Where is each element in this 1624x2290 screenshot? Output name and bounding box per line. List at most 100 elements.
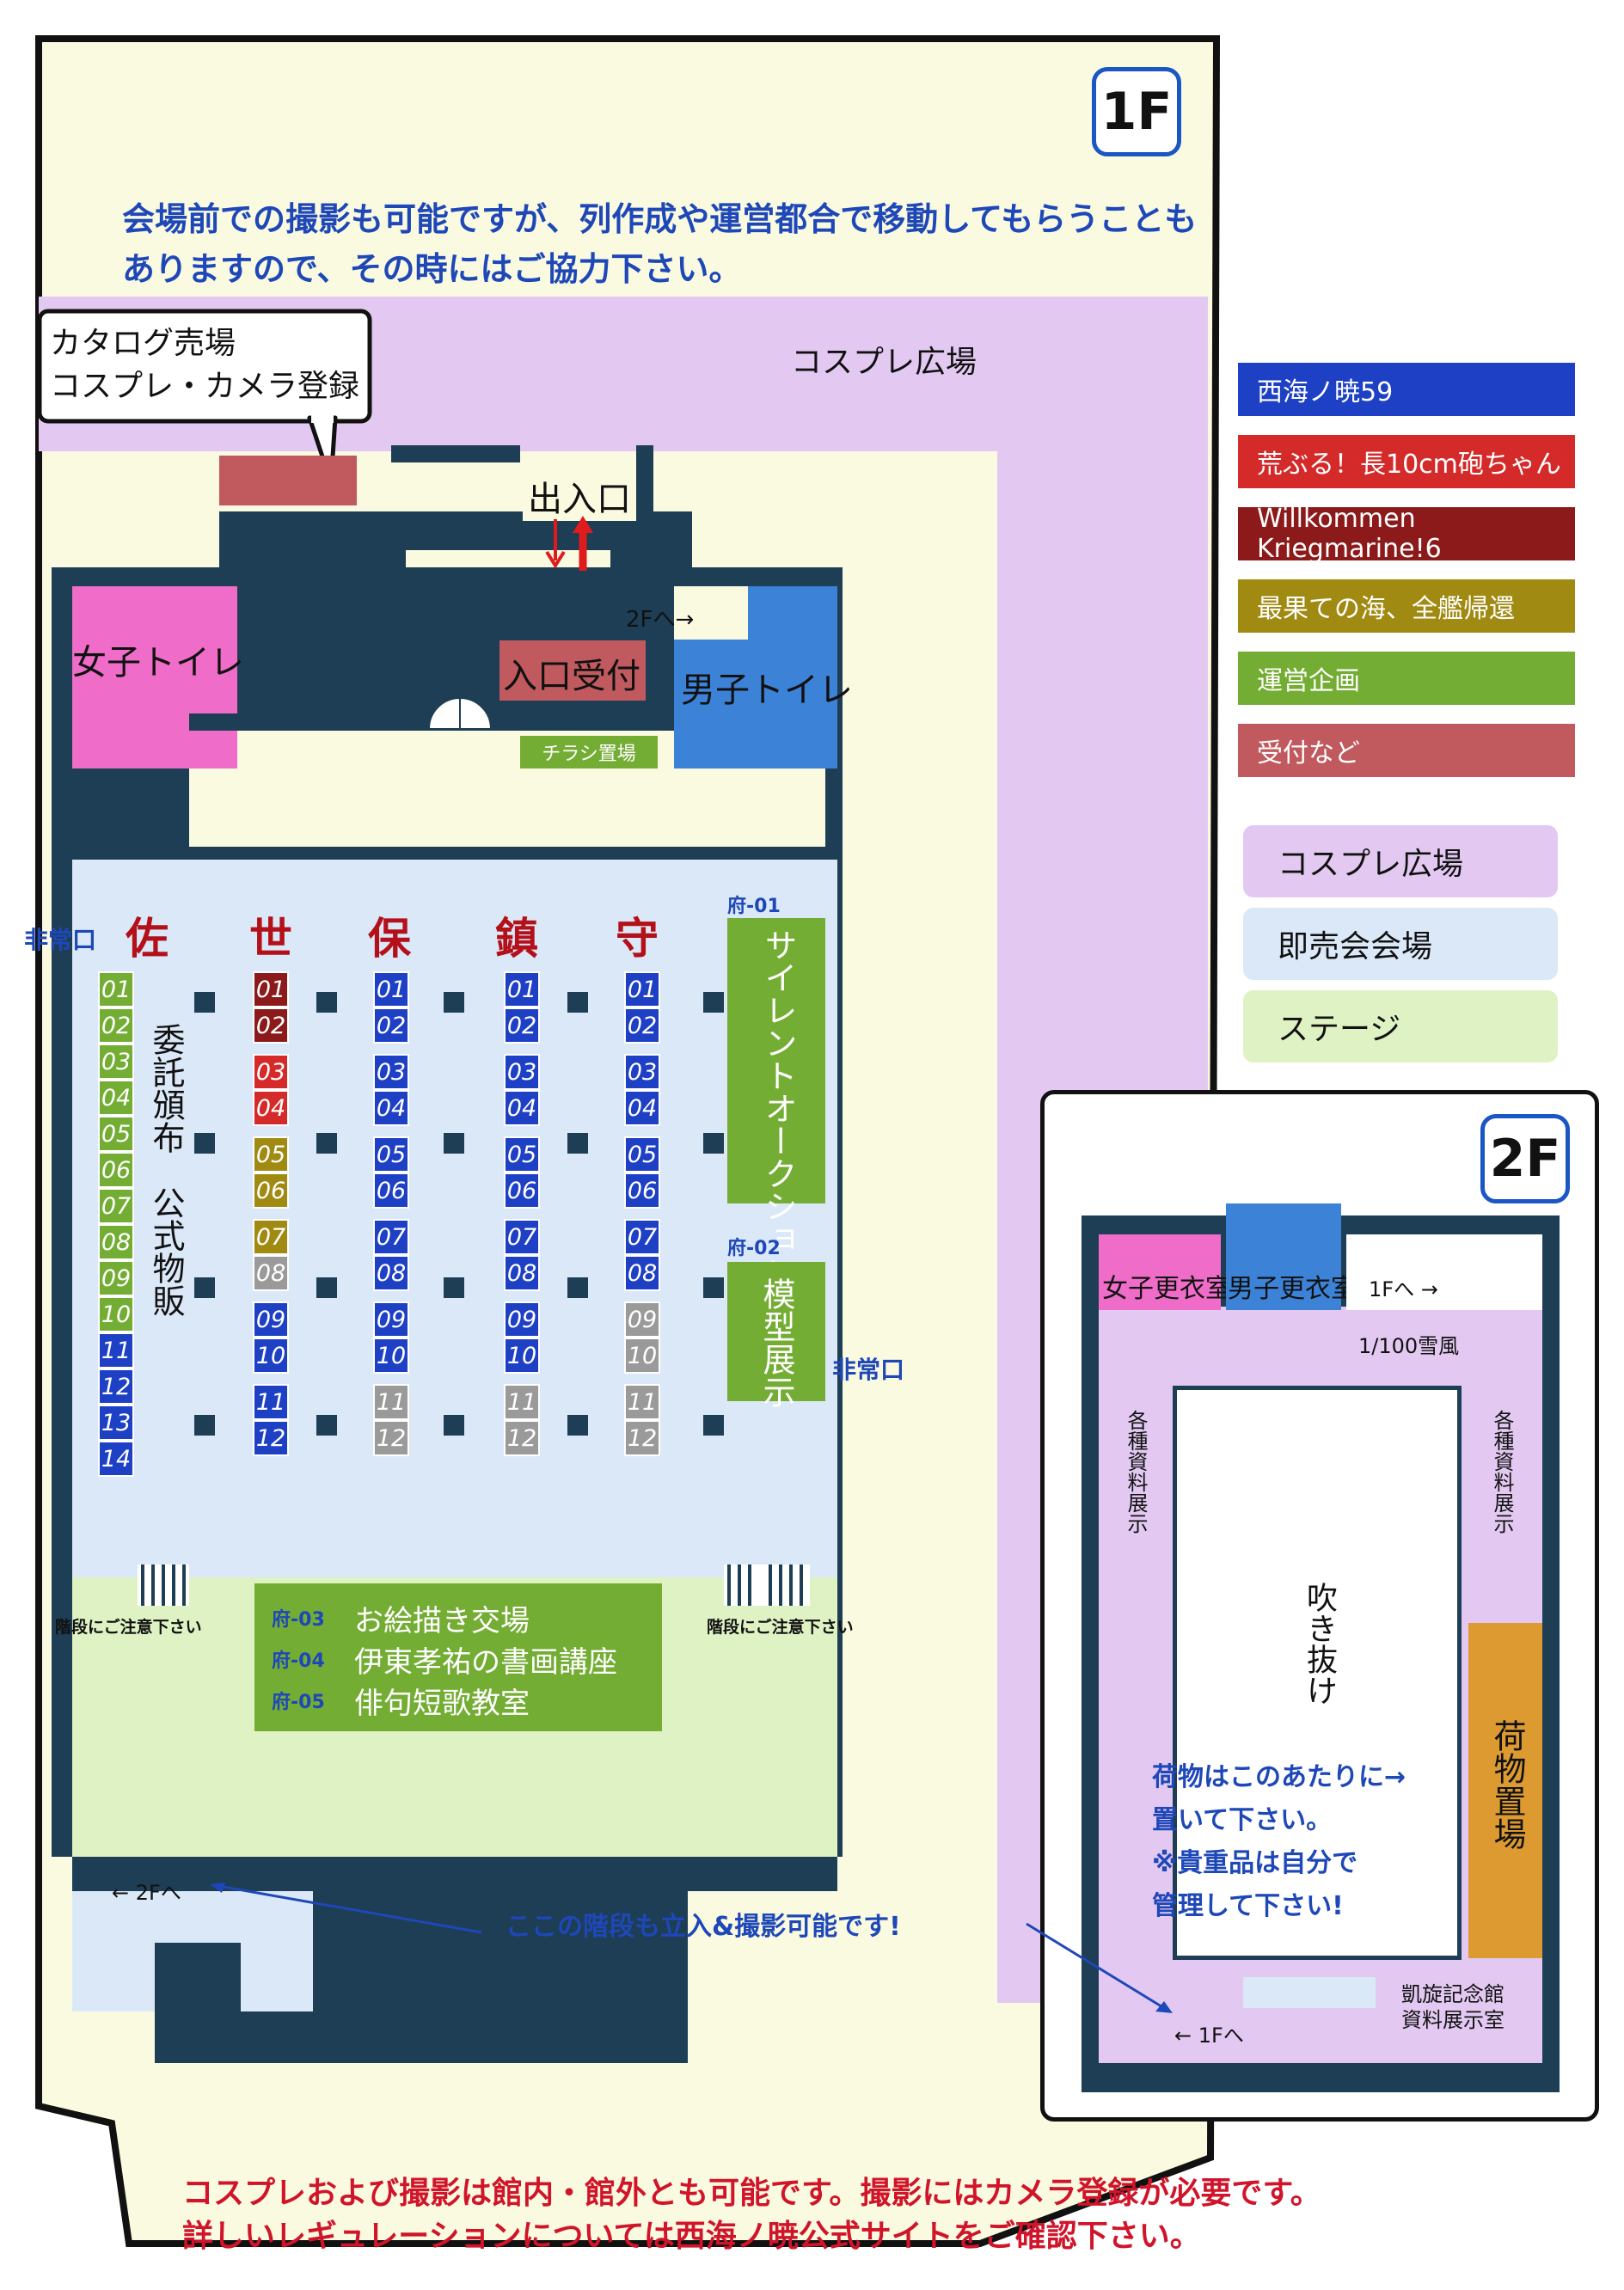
booth-3-02[interactable]: 02 [373, 1007, 409, 1044]
booth-4-05[interactable]: 05 [504, 1136, 540, 1173]
silent-auction-label: サイレントオークション [759, 928, 797, 1288]
booth-3-06[interactable]: 06 [373, 1173, 409, 1209]
atrium-label: 吹き抜け [1302, 1582, 1337, 1705]
row-head-sa: 佐 [126, 914, 169, 964]
emergency-exit-right[interactable]: 非常口 [832, 1356, 905, 1384]
booth-2-07[interactable]: 07 [253, 1219, 289, 1255]
canopy-pillar [636, 445, 653, 514]
booth-5-06[interactable]: 06 [624, 1173, 660, 1209]
booth-2-02[interactable]: 02 [253, 1007, 289, 1044]
museum-line2: 資料展示室 [1401, 2008, 1504, 2032]
mens-dressing-label: 男子更衣室 [1228, 1274, 1357, 1304]
booth-3-11[interactable]: 11 [373, 1384, 409, 1420]
model-exhibit-booth[interactable] [727, 1262, 825, 1401]
emergency-exit-left[interactable]: 非常口 [24, 926, 97, 954]
booth-3-09[interactable]: 09 [373, 1301, 409, 1338]
luggage-area[interactable] [1468, 1623, 1542, 1958]
booth-4-11[interactable]: 11 [504, 1384, 540, 1420]
pillar [444, 1133, 464, 1154]
booth-5-08[interactable]: 08 [624, 1255, 660, 1291]
booth-2-10[interactable]: 10 [253, 1338, 289, 1374]
pillar [703, 1415, 724, 1436]
booth-5-11[interactable]: 11 [624, 1384, 660, 1420]
booth-4-07[interactable]: 07 [504, 1219, 540, 1255]
booth-3-07[interactable]: 07 [373, 1219, 409, 1255]
to-1f-bottom-label[interactable]: ← 1Fへ [1174, 2024, 1244, 2048]
booth-2-06[interactable]: 06 [253, 1173, 289, 1209]
catalog-sales-booth[interactable] [219, 456, 357, 505]
legend-item: 西海ノ暁59 [1238, 363, 1575, 416]
booth-5-10[interactable]: 10 [624, 1338, 660, 1374]
luggage-note-line4: 管理して下さい! [1152, 1891, 1344, 1921]
booth-4-12[interactable]: 12 [504, 1420, 540, 1456]
silent-auction-booth[interactable] [727, 918, 825, 1203]
womens-dressing-room[interactable] [1099, 1234, 1221, 1310]
booth-3-10[interactable]: 10 [373, 1338, 409, 1374]
booth-3-01[interactable]: 01 [373, 971, 409, 1007]
booth-3-03[interactable]: 03 [373, 1054, 409, 1090]
booth-4-04[interactable]: 04 [504, 1090, 540, 1126]
to-2f-bottom-label[interactable]: ← 2Fへ [112, 1881, 181, 1905]
booth-3-08[interactable]: 08 [373, 1255, 409, 1291]
booth-2-01[interactable]: 01 [253, 971, 289, 1007]
stairs-note-arrow-2f [1026, 1922, 1173, 2013]
model-label: 1/100雪風 [1358, 1334, 1460, 1358]
fu05-label: 俳句短歌教室 [354, 1687, 530, 1721]
bottom-note-line2: 詳しいレギュレーションについては西海ノ暁公式サイトをご確認下さい。 [182, 2219, 1201, 2254]
to-1f-top-label[interactable]: 1Fへ → [1369, 1277, 1438, 1301]
booth-4-09[interactable]: 09 [504, 1301, 540, 1338]
booth-5-04[interactable]: 04 [624, 1090, 660, 1126]
booth-1-01[interactable]: 01 [98, 971, 134, 1007]
booth-1-12[interactable]: 12 [98, 1368, 134, 1405]
booth-2-09[interactable]: 09 [253, 1301, 289, 1338]
booth-5-05[interactable]: 05 [624, 1136, 660, 1173]
booth-5-07[interactable]: 07 [624, 1219, 660, 1255]
booth-1-11[interactable]: 11 [98, 1332, 134, 1368]
booth-4-03[interactable]: 03 [504, 1054, 540, 1090]
booth-4-06[interactable]: 06 [504, 1173, 540, 1209]
booth-3-05[interactable]: 05 [373, 1136, 409, 1173]
booth-2-03[interactable]: 03 [253, 1054, 289, 1090]
booth-1-10[interactable]: 10 [98, 1296, 134, 1332]
fu04-label: 伊東孝祐の書画講座 [354, 1645, 617, 1680]
booth-2-08[interactable]: 08 [253, 1255, 289, 1291]
booth-5-12[interactable]: 12 [624, 1420, 660, 1456]
booth-1-13[interactable]: 13 [98, 1405, 134, 1441]
booth-1-08[interactable]: 08 [98, 1224, 134, 1260]
zone-legend-item: 即売会会場 [1243, 908, 1558, 980]
booth-1-14[interactable]: 14 [98, 1441, 134, 1477]
to-2f-label[interactable]: 2Fへ→ [626, 607, 695, 633]
row-head-mamori: 守 [616, 914, 659, 964]
fu03-label: お絵描き交場 [354, 1604, 530, 1638]
booth-4-08[interactable]: 08 [504, 1255, 540, 1291]
pillar [194, 992, 215, 1013]
booth-4-02[interactable]: 02 [504, 1007, 540, 1044]
booth-5-09[interactable]: 09 [624, 1301, 660, 1338]
mens-toilet-label: 男子トイレ [681, 670, 853, 710]
reception-desk[interactable] [497, 638, 648, 703]
booth-1-06[interactable]: 06 [98, 1152, 134, 1188]
booth-1-02[interactable]: 02 [98, 1007, 134, 1044]
booth-2-12[interactable]: 12 [253, 1420, 289, 1456]
booth-2-05[interactable]: 05 [253, 1136, 289, 1173]
booth-1-09[interactable]: 09 [98, 1260, 134, 1296]
booth-2-04[interactable]: 04 [253, 1090, 289, 1126]
booth-4-01[interactable]: 01 [504, 971, 540, 1007]
fu04-code: 府-04 [272, 1650, 325, 1672]
pillar [316, 1133, 337, 1154]
booth-2-11[interactable]: 11 [253, 1384, 289, 1420]
zone-legend-item: ステージ [1243, 990, 1558, 1062]
booth-3-04[interactable]: 04 [373, 1090, 409, 1126]
floor2-bottom-hall [1243, 1977, 1376, 2008]
booth-1-05[interactable]: 05 [98, 1116, 134, 1152]
booth-1-04[interactable]: 04 [98, 1080, 134, 1116]
booth-4-10[interactable]: 10 [504, 1338, 540, 1374]
booth-5-02[interactable]: 02 [624, 1007, 660, 1044]
booth-1-07[interactable]: 07 [98, 1188, 134, 1224]
mens-dressing-room[interactable] [1226, 1203, 1341, 1310]
booth-5-01[interactable]: 01 [624, 971, 660, 1007]
booth-5-03[interactable]: 03 [624, 1054, 660, 1090]
booth-1-03[interactable]: 03 [98, 1044, 134, 1080]
booth-3-12[interactable]: 12 [373, 1420, 409, 1456]
stage-events-box[interactable] [254, 1583, 662, 1731]
